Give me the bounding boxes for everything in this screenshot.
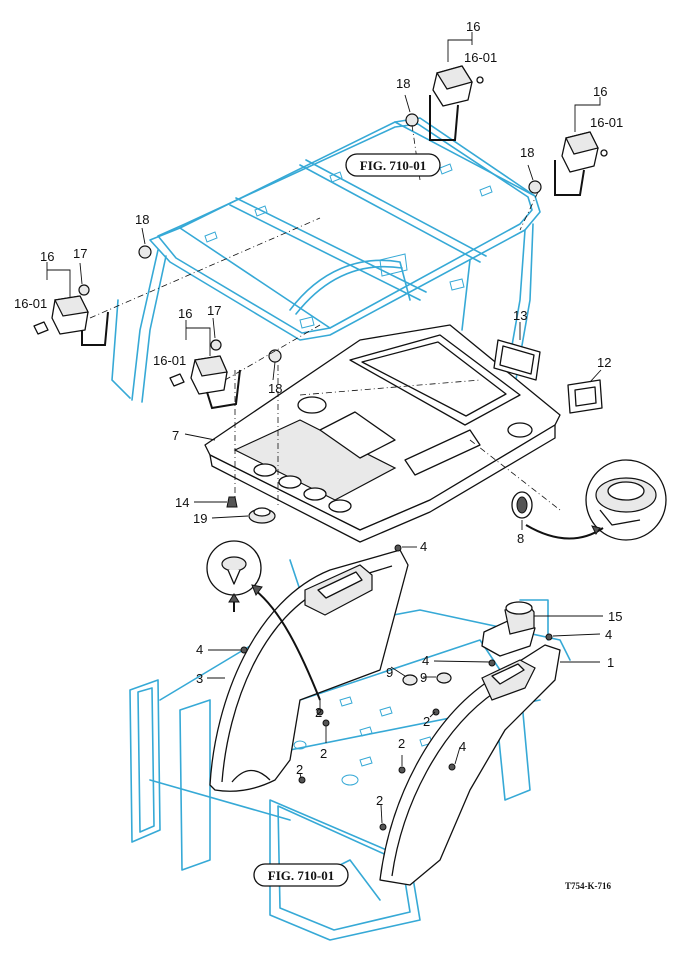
callout-4-e: 4 (459, 739, 466, 754)
callout-4-d: 4 (422, 653, 429, 668)
callout-17-left: 17 (73, 246, 87, 261)
cab-frame-top (111, 117, 541, 403)
callout-2-f: 2 (376, 793, 383, 808)
left-fender-panel (209, 549, 409, 792)
callout-12: 12 (597, 355, 611, 370)
assembly-lines-top (89, 124, 561, 511)
part-15-box (481, 601, 536, 657)
callout-2-e: 2 (296, 762, 303, 777)
callout-13: 13 (513, 308, 527, 323)
callout-9-a: 9 (386, 665, 393, 680)
callout-8: 8 (517, 531, 524, 546)
callout-2-d: 2 (398, 736, 405, 751)
work-light-mid (169, 355, 241, 410)
callout-16-01-mid: 16-01 (153, 353, 186, 368)
callout-3: 3 (196, 671, 203, 686)
callout-15: 15 (608, 609, 622, 624)
callout-16-right: 16 (593, 84, 607, 99)
part-14-clip (226, 496, 238, 508)
callout-1: 1 (607, 655, 614, 670)
callout-18-mid: 18 (268, 381, 282, 396)
callout-16-01-left: 16-01 (14, 296, 47, 311)
vent-detail-bubble (525, 459, 667, 541)
callout-17-mid: 17 (207, 303, 221, 318)
roof-headliner-panel (204, 324, 561, 543)
callout-9-b: 9 (420, 670, 427, 685)
callout-16-01-right: 16-01 (590, 115, 623, 130)
work-light-top-left (429, 65, 484, 141)
callout-2-c: 2 (423, 714, 430, 729)
fig-ref-top: FIG. 710-01 (345, 153, 441, 177)
callout-2-a: 2 (315, 705, 322, 720)
callout-16-top: 16 (466, 19, 480, 34)
fasteners-17-18 (78, 113, 542, 363)
callout-leaders (46, 32, 603, 824)
callout-16-01-top: 16-01 (464, 50, 497, 65)
callout-labels: 16 16-01 18 16 16-01 18 18 16 17 16-01 1… (14, 19, 623, 808)
callout-18-top: 18 (396, 76, 410, 91)
part-12-seal (567, 379, 603, 414)
part-19-grommet (248, 507, 276, 524)
callout-4-a: 4 (420, 539, 427, 554)
clip-detail-bubble (206, 540, 321, 701)
drawing-code: T754-K-716 (565, 881, 611, 891)
work-light-top-right (554, 131, 608, 196)
fig-ref-bottom: FIG. 710-01 (253, 863, 349, 887)
callout-7: 7 (172, 428, 179, 443)
callout-16-left: 16 (40, 249, 54, 264)
fig-ref-bottom-label: FIG. 710-01 (268, 868, 334, 883)
right-fender-panel (379, 644, 561, 886)
callout-4-b: 4 (605, 627, 612, 642)
callout-18-left: 18 (135, 212, 149, 227)
callout-2-b: 2 (320, 746, 327, 761)
callout-4-c: 4 (196, 642, 203, 657)
callout-19: 19 (193, 511, 207, 526)
callout-16-mid: 16 (178, 306, 192, 321)
part-13-panel (493, 339, 541, 381)
part-8-vent (511, 491, 533, 519)
work-light-left (33, 295, 109, 346)
fig-ref-top-label: FIG. 710-01 (360, 158, 426, 173)
screws-2-4-9 (240, 544, 553, 831)
callout-18-right: 18 (520, 145, 534, 160)
callout-14: 14 (175, 495, 189, 510)
